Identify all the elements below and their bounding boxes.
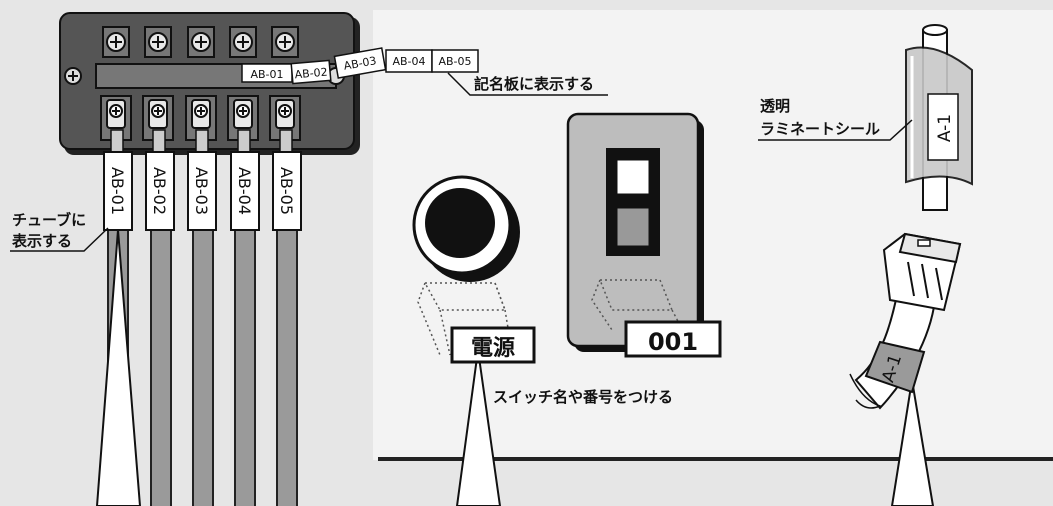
tube-label-1: AB-01 [108, 167, 127, 215]
tube-labels: AB-01 AB-02 AB-03 AB-04 AB-05 [103, 151, 302, 231]
nameplate-caption: 記名板に表示する [474, 75, 594, 93]
tube-label-5: AB-05 [277, 167, 296, 215]
laminated-cable: A-1 [905, 24, 973, 211]
plate-label-1: AB-01 [250, 68, 283, 81]
tube-caption-line1: チューブに [12, 211, 86, 229]
laminate-leader [758, 119, 913, 141]
switch-caption: スイッチ名や番号をつける [493, 388, 673, 406]
plate-label-5: AB-05 [438, 55, 471, 68]
number-label-plate [624, 320, 722, 358]
plate-label-3: AB-03 [343, 54, 378, 73]
laminate-cable-label: A-1 [935, 114, 955, 142]
laminate-caption-line1: 透明 [760, 97, 790, 115]
terminal-block [59, 12, 360, 155]
nameplate-leader [447, 72, 608, 96]
spotlight-beams [95, 229, 935, 506]
plate-label-4: AB-04 [392, 55, 425, 68]
push-button-switch [412, 175, 520, 356]
tube-caption-line2: 表示する [12, 232, 72, 250]
power-label: 電源 [471, 336, 515, 361]
laminate-caption-line2: ラミネートシール [760, 120, 880, 138]
tube-label-2: AB-02 [150, 167, 169, 215]
tube-label-4: AB-04 [235, 167, 254, 215]
nameplate-strip: AB-01 AB-02 AB-03 AB-04 AB-05 [241, 47, 479, 85]
plate-label-2: AB-02 [294, 66, 328, 82]
power-label-plate [450, 326, 536, 364]
number-label: 001 [648, 328, 698, 356]
rocker-switch-plate [566, 112, 704, 352]
connector-cable: A-1 [849, 232, 962, 410]
tube-leader [10, 227, 109, 252]
tube-label-3: AB-03 [192, 167, 211, 215]
